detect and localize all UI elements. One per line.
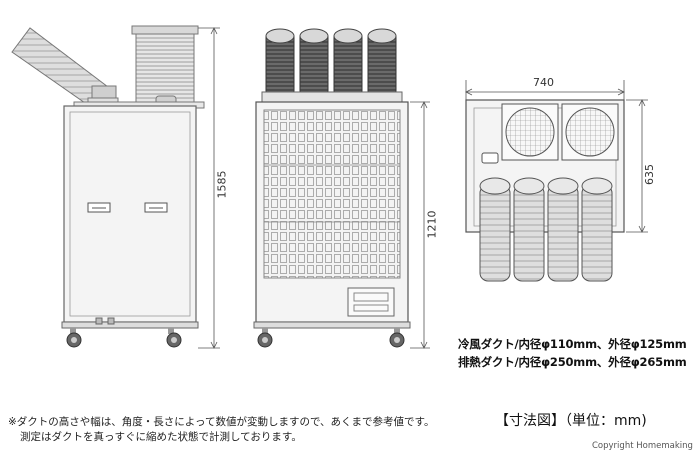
top-view	[465, 80, 648, 282]
side-body-inner	[69, 111, 191, 317]
top-ducts	[479, 177, 613, 282]
front-control-panel	[347, 287, 395, 317]
side-caster-left	[66, 328, 82, 348]
front-view	[253, 28, 430, 349]
side-exhaust-cap	[131, 25, 199, 35]
note-line-2: 測定はダクトを真っすぐに縮めた状態で計測しております。	[20, 431, 302, 443]
spec-exhaust-duct: 排熱ダクト/内径φ250mm、外径φ265mm	[458, 355, 687, 369]
unit-label: 【寸法図】（単位：mm)	[495, 413, 647, 429]
top-fan-right	[561, 103, 619, 161]
copyright: Copyright Homemaking	[592, 441, 693, 451]
side-exhaust-duct	[135, 29, 195, 103]
dim-label-1210: 1210	[425, 210, 439, 239]
dim-line-740	[465, 80, 625, 100]
top-fan-left	[501, 103, 559, 161]
spec-cold-duct: 冷風ダクト/内径φ110mm、外径φ125mm	[458, 337, 687, 351]
front-caster-right	[389, 328, 405, 348]
top-label	[481, 152, 499, 164]
dim-label-1585: 1585	[215, 170, 229, 199]
front-caster-left	[257, 328, 273, 348]
front-base	[253, 321, 411, 329]
dim-label-740: 740	[533, 76, 554, 89]
side-body	[63, 105, 197, 323]
dim-line-1210	[410, 101, 430, 349]
side-base	[61, 321, 199, 329]
side-caster-right	[166, 328, 182, 348]
note-line-1: ※ダクトの高さや幅は、角度・長さによって数値が変動しますので、あくまで参考値です…	[8, 416, 435, 428]
dim-label-635: 635	[643, 164, 656, 185]
dim-line-635	[626, 99, 648, 233]
side-angled-duct	[11, 27, 119, 113]
front-ducts	[265, 28, 397, 95]
front-top-panel	[261, 91, 403, 103]
dim-line-1585	[198, 27, 220, 349]
side-view	[11, 25, 220, 349]
front-grille	[263, 109, 401, 279]
